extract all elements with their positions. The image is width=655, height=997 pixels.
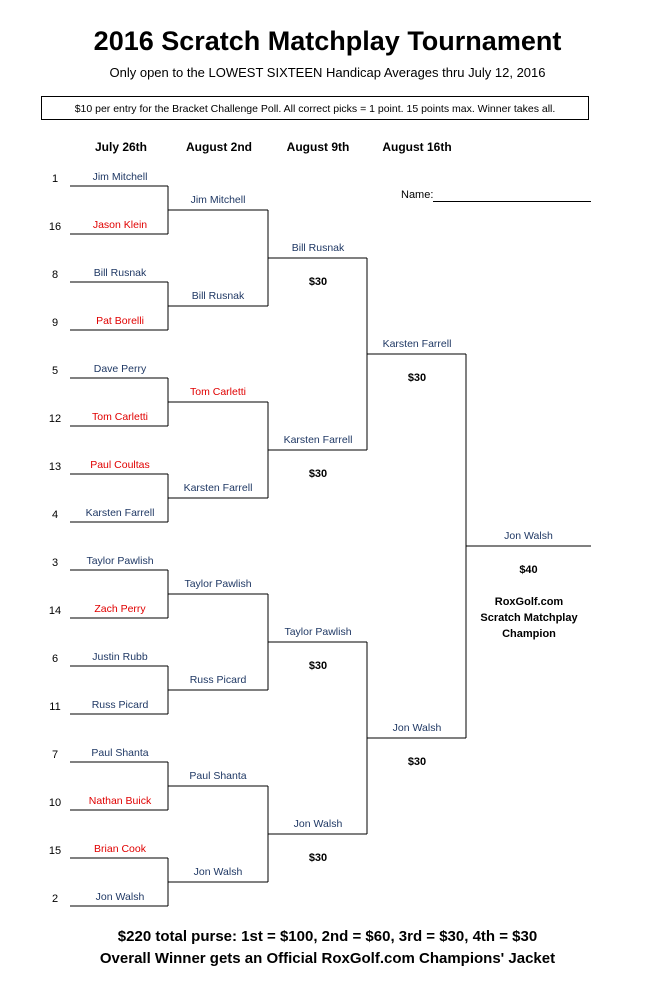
round1-player-name: Brian Cook [94,843,146,855]
seed-number: 8 [51,269,59,281]
round1-player-name: Russ Picard [91,699,149,711]
seed-number: 3 [51,557,59,569]
champion-title-line3: Champion [502,628,556,640]
round1-player-name: Bill Rusnak [93,267,147,279]
round1-player-name: Justin Rubb [92,651,148,663]
champion-prize: $40 [519,564,538,576]
round3-prize: $30 [308,852,328,864]
seed-number: 16 [48,221,62,233]
bracket-challenge-notice: $10 per entry for the Bracket Challenge … [41,96,589,120]
name-entry-line[interactable] [433,201,591,202]
round1-player-name: Pat Borelli [96,315,144,327]
purse-footer: $220 total purse: 1st = $100, 2nd = $60,… [117,928,538,945]
round2-player-name: Jon Walsh [193,866,243,878]
seed-number: 6 [51,653,59,665]
seed-number: 12 [48,413,62,425]
round3-prize: $30 [308,276,328,288]
round1-player-name: Paul Coultas [90,459,150,471]
round1-player-name: Paul Shanta [91,747,149,759]
page-title: 2016 Scratch Matchplay Tournament [93,26,562,56]
seed-number: 14 [48,605,62,617]
jacket-footer: Overall Winner gets an Official RoxGolf.… [99,950,556,967]
seed-number: 10 [48,797,62,809]
round3-player-name: Taylor Pawlish [284,626,352,638]
round2-player-name: Russ Picard [189,674,247,686]
round2-player-name: Karsten Farrell [183,482,253,494]
round1-player-name: Dave Perry [93,363,147,375]
round2-player-name: Tom Carletti [189,386,246,398]
round2-player-name: Taylor Pawlish [184,578,252,590]
round-header-2: August 2nd [186,140,252,154]
seed-number: 1 [51,173,59,185]
name-label: Name: [401,189,434,201]
round-header-4: August 16th [382,140,452,154]
round1-player-name: Jason Klein [92,219,148,231]
round3-player-name: Karsten Farrell [283,434,353,446]
round-header-1: July 26th [94,140,148,154]
seed-number: 2 [51,893,59,905]
round4-player-name: Jon Walsh [392,722,442,734]
round3-prize: $30 [308,468,328,480]
round2-player-name: Bill Rusnak [191,290,245,302]
seed-number: 9 [51,317,59,329]
round1-player-name: Nathan Buick [88,795,152,807]
seed-number: 11 [49,701,61,713]
round4-prize: $30 [407,372,427,384]
round3-prize: $30 [308,660,328,672]
seed-number: 4 [51,509,59,521]
round1-player-name: Karsten Farrell [85,507,155,519]
round1-player-name: Jim Mitchell [92,171,148,183]
seed-number: 15 [48,845,62,857]
page-subtitle: Only open to the LOWEST SIXTEEN Handicap… [109,65,546,80]
round1-player-name: Tom Carletti [91,411,148,423]
round-header-3: August 9th [286,140,350,154]
round1-player-name: Zach Perry [94,603,146,615]
round1-player-name: Taylor Pawlish [86,555,154,567]
round3-player-name: Jon Walsh [293,818,343,830]
round2-player-name: Jim Mitchell [190,194,246,206]
round3-player-name: Bill Rusnak [291,242,345,254]
champion-title-line2: Scratch Matchplay [480,612,578,624]
round4-prize: $30 [407,756,427,768]
round4-player-name: Karsten Farrell [382,338,452,350]
seed-number: 13 [48,461,62,473]
champion-name: Jon Walsh [504,530,553,542]
champion-title-line1: RoxGolf.com [494,596,564,608]
round2-player-name: Paul Shanta [189,770,247,782]
round1-player-name: Jon Walsh [95,891,145,903]
seed-number: 5 [51,365,59,377]
seed-number: 7 [51,749,59,761]
